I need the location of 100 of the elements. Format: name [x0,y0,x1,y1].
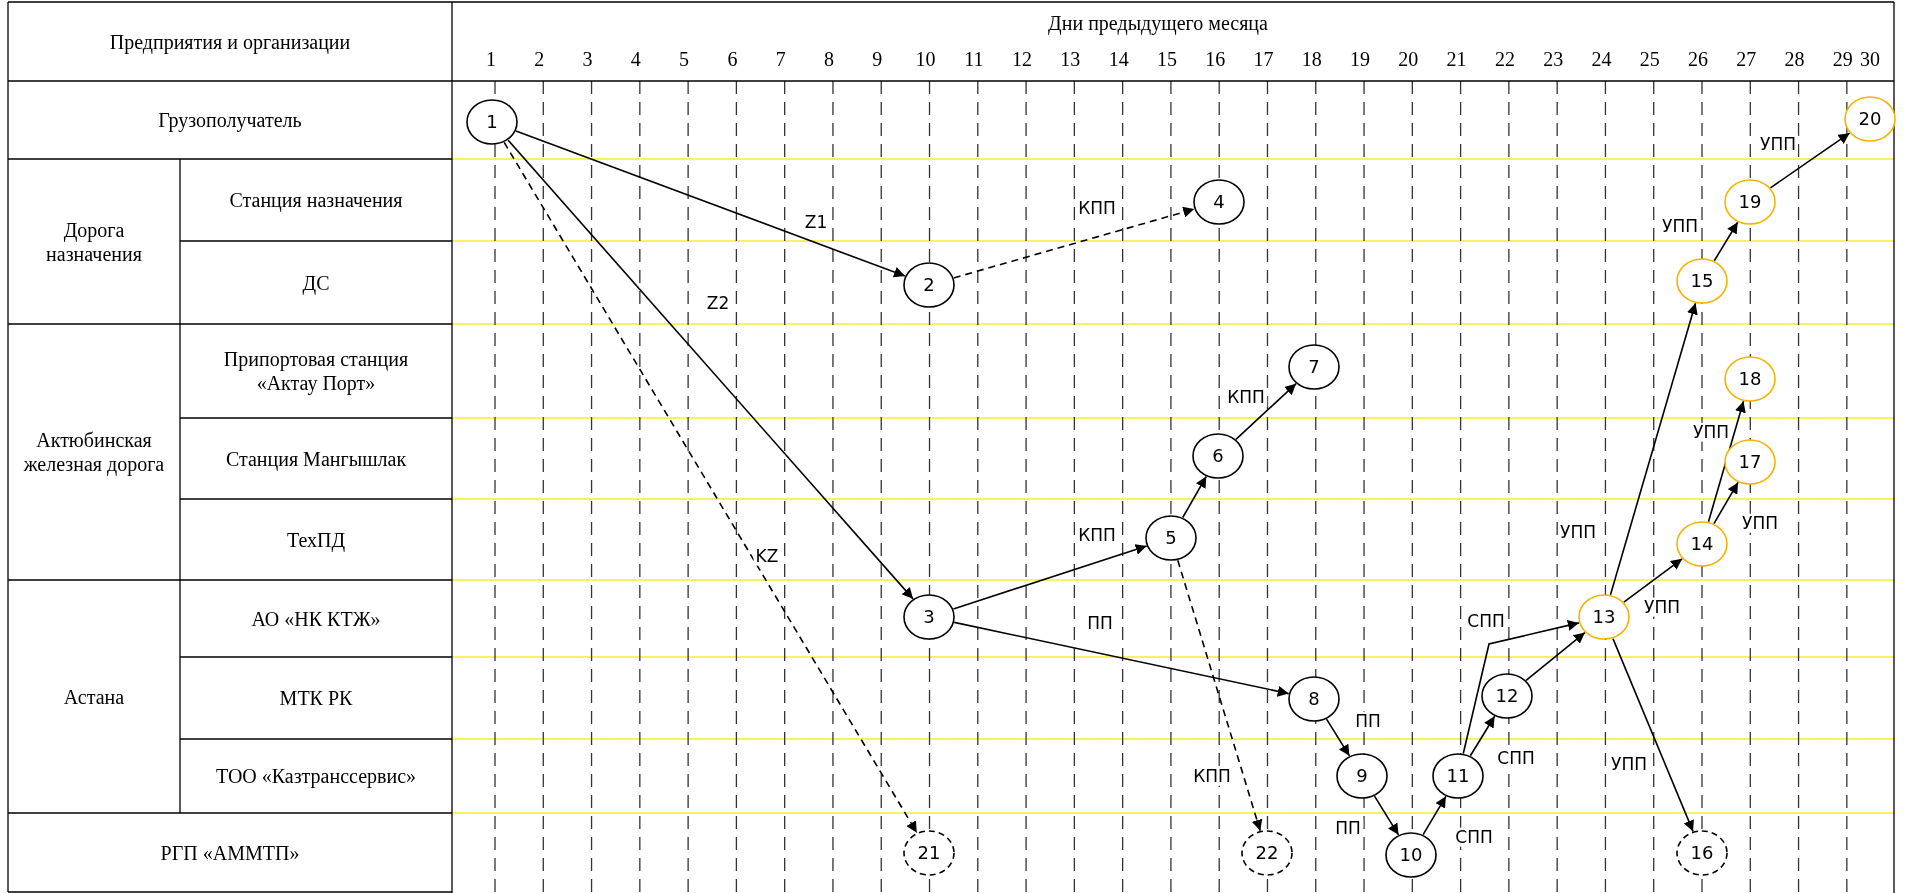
arrow [1181,475,1208,519]
arrow [1609,302,1698,596]
edge-label: КПП [1191,766,1233,786]
day-number: 24 [1591,48,1612,71]
axis-title: Дни предыдущего месяца [1048,12,1268,35]
day-number: 7 [775,48,786,71]
event-number: 5 [1164,529,1178,547]
event-circle [1676,521,1728,567]
edge-label: УПП [1758,134,1798,154]
arrow [1713,221,1739,262]
day-number: 14 [1108,48,1129,71]
edge-label: УПП [1691,422,1731,442]
arrow [1325,718,1351,757]
day-number: 2 [534,48,545,71]
event-number: 1 [485,113,499,131]
day-number: 26 [1688,48,1708,71]
day-number: 20 [1398,48,1419,71]
event-circle [1676,830,1728,876]
edge-label: KZ [753,546,781,566]
edge-label: СПП [1495,748,1537,768]
event-circle [903,262,955,308]
edge-label: КПП [1225,387,1267,407]
day-number: 13 [1060,48,1081,71]
event-circle [903,594,955,640]
day-number: 25 [1639,48,1660,71]
event-circle [1241,830,1293,876]
row-header: Грузополучатель [158,108,302,132]
event-circle [1578,594,1630,640]
row-header: Станция назначения [229,188,403,212]
arrow [1373,795,1400,836]
day-number: 11 [964,48,984,71]
row-header: Припортовая станция «Актау Порт» [222,347,410,395]
event-number: 12 [1494,687,1520,705]
event-circle [1481,673,1533,719]
day-number: 27 [1736,48,1757,71]
event-circle [1145,515,1197,561]
event-number: 4 [1212,193,1226,211]
row-header: ДС [302,270,330,295]
event-circle [1724,356,1776,402]
event-number: 11 [1445,767,1471,785]
arrow [1235,382,1297,441]
row-header: Астана [63,684,125,709]
event-number: 13 [1591,608,1617,626]
day-number: 9 [872,48,883,71]
arrow [953,621,1290,697]
day-number: 3 [582,48,593,71]
arrow [952,544,1148,610]
arrow [1422,795,1447,836]
day-number: 23 [1543,48,1564,71]
row-header: ТОО «Казтранссервис» [215,764,417,788]
row-header: МТК РК [279,686,353,710]
event-number: 14 [1689,535,1715,553]
arrow [507,139,914,600]
day-number: 30 [1860,48,1880,71]
event-circle [1288,344,1340,390]
event-number: 7 [1307,358,1321,376]
event-circle [1724,439,1776,485]
event-circle [1844,96,1896,142]
row-header: Станция Мангышлак [225,446,407,471]
event-circle [1336,753,1388,799]
day-number: 29 [1832,48,1853,71]
arrow [1525,631,1586,682]
event-circle [1385,832,1437,878]
day-number: 15 [1156,48,1177,71]
arrow [1612,637,1694,833]
day-number: 1 [486,48,496,71]
row-header: Дорога назначения [45,217,143,266]
event-circle [1192,433,1244,479]
edge-label: СПП [1453,827,1495,847]
arrow [1769,132,1851,189]
arrow [1713,481,1739,525]
event-number: 16 [1689,844,1715,862]
event-number: 2 [922,276,936,294]
event-number: 6 [1211,447,1225,465]
day-number: 22 [1494,48,1515,71]
event-number: 19 [1737,193,1763,211]
event-number: 21 [916,844,942,862]
arrow [1462,620,1580,755]
arrow [1469,715,1496,757]
event-circle [1288,676,1340,722]
day-number: 12 [1012,48,1033,71]
event-number: 22 [1254,844,1280,862]
event-circle [1676,258,1728,304]
event-circle [1724,179,1776,225]
day-number: 5 [679,48,690,71]
day-number: 21 [1446,48,1467,71]
arrow [1176,559,1263,832]
day-number: 17 [1253,48,1274,71]
event-number: 17 [1737,453,1763,471]
day-number: 19 [1350,48,1371,71]
day-number: 18 [1301,48,1322,71]
arrow [503,141,918,834]
row-header: РГП «АММТП» [160,840,300,865]
event-number: 8 [1307,690,1321,708]
arrow [952,206,1196,279]
edge-label: УПП [1642,597,1682,617]
event-number: 9 [1355,767,1369,785]
arrow [515,130,906,278]
day-number: 4 [630,48,641,71]
arrow [1623,558,1683,603]
